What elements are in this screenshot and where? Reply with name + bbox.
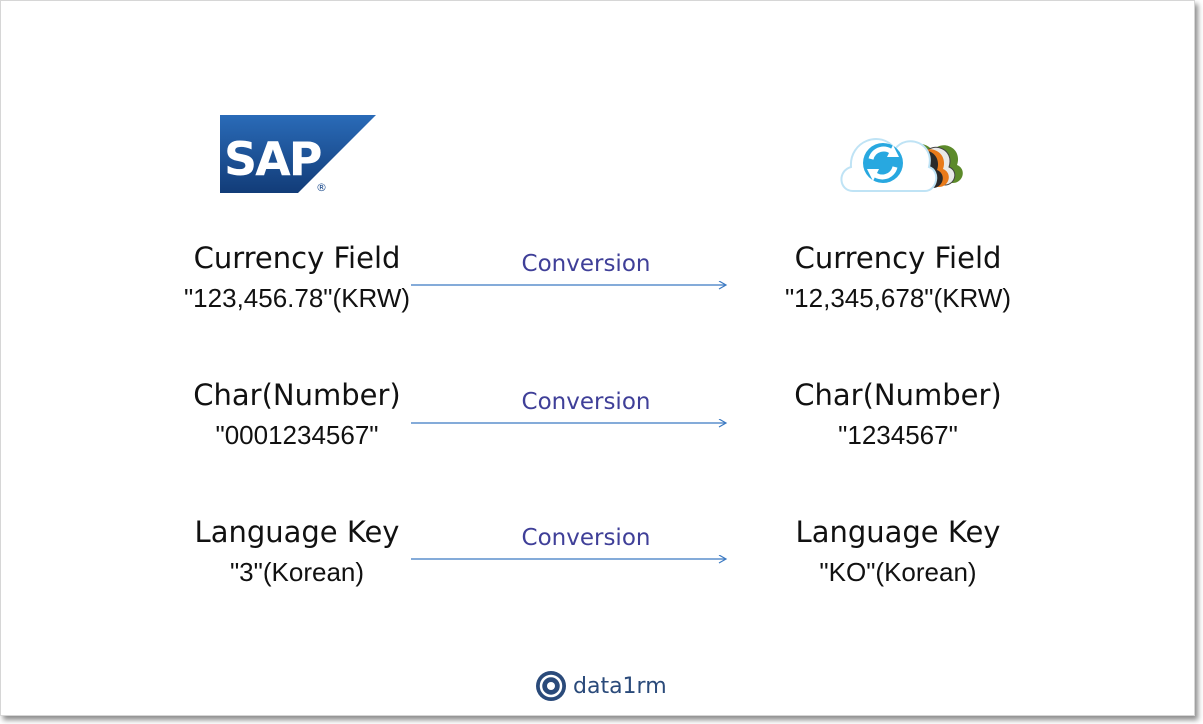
- source-char-number: Char(Number) "0001234567": [147, 378, 447, 452]
- arrow-right-icon: [411, 555, 728, 564]
- conversion-label: Conversion: [521, 389, 651, 415]
- source-currency-field: Currency Field "123,456.78"(KRW): [147, 241, 447, 315]
- target-field-value: "KO"(Korean): [819, 557, 977, 587]
- footer-brand: data1rm: [535, 669, 667, 703]
- target-char-number: Char(Number) "1234567": [748, 378, 1048, 452]
- source-field-value: "3"(Korean): [229, 557, 365, 587]
- conversion-label: Conversion: [521, 251, 651, 277]
- sap-logo-text: SAP: [224, 132, 321, 186]
- target-field-title: Currency Field: [794, 241, 1002, 275]
- sap-logo: SAP ®: [220, 115, 376, 193]
- source-field-title: Char(Number): [193, 378, 401, 412]
- data1rm-logo-icon: [536, 671, 566, 701]
- arrow-right-icon: [411, 419, 728, 428]
- cloud-sync-icon: [840, 138, 963, 192]
- source-language-key: Language Key "3"(Korean): [147, 515, 447, 589]
- source-field-value: "123,456.78"(KRW): [183, 283, 411, 313]
- conversion-arrow: Conversion: [411, 389, 731, 429]
- source-field-title: Language Key: [194, 515, 400, 549]
- target-field-value: "12,345,678"(KRW): [784, 283, 1012, 313]
- target-field-title: Char(Number): [794, 378, 1002, 412]
- source-field-title: Currency Field: [193, 241, 401, 275]
- target-field-value: "1234567": [838, 420, 958, 450]
- arrow-right-icon: [411, 281, 728, 290]
- target-currency-field: Currency Field "12,345,678"(KRW): [748, 241, 1048, 315]
- conversion-label: Conversion: [521, 525, 651, 551]
- sap-registered-mark: ®: [316, 181, 327, 193]
- target-field-title: Language Key: [795, 515, 1001, 549]
- conversion-arrow: Conversion: [411, 525, 731, 565]
- source-field-value: "0001234567": [215, 420, 379, 450]
- target-language-key: Language Key "KO"(Korean): [748, 515, 1048, 589]
- conversion-arrow: Conversion: [411, 251, 731, 291]
- brand-name: data1rm: [573, 673, 667, 699]
